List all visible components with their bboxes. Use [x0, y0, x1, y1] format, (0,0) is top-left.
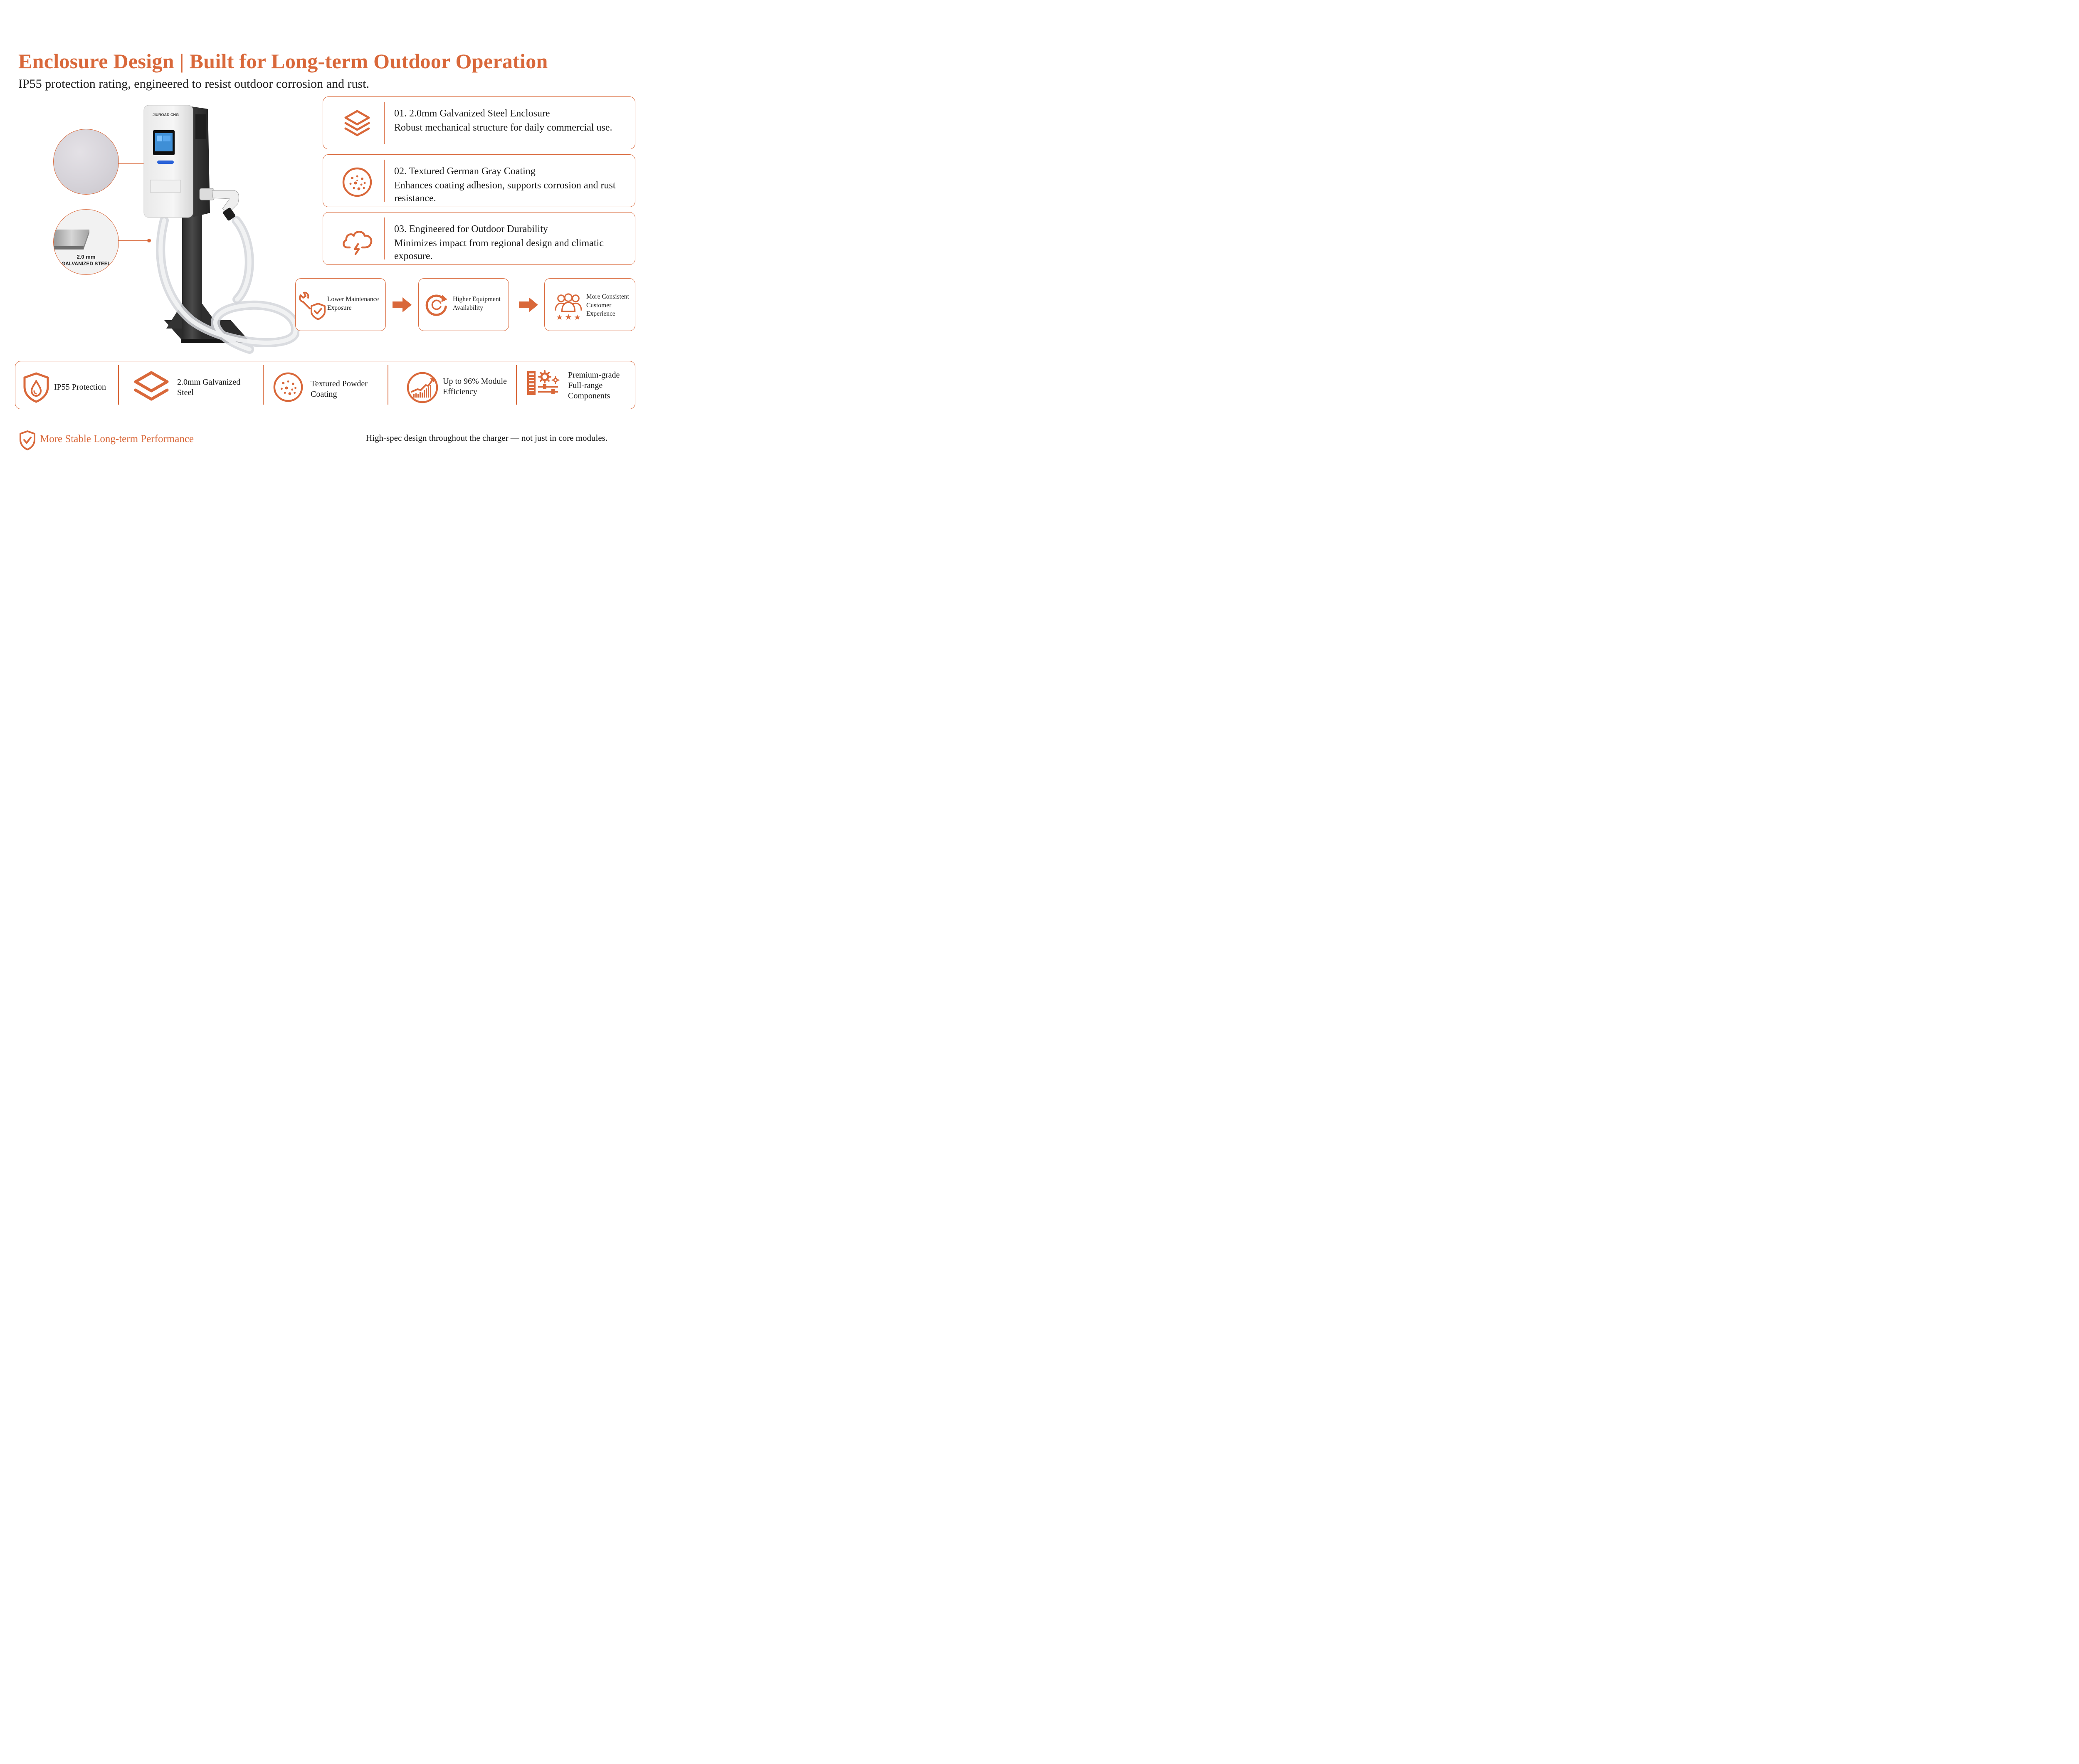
steel-label-thickness: 2.0 mm — [77, 254, 96, 260]
feature-card-outdoor-durability: 03. Engineered for Outdoor Durability Mi… — [323, 212, 635, 265]
flow-label: Lower Maintenance Exposure — [327, 296, 379, 311]
refresh-cycle-icon — [425, 294, 447, 316]
highlight-divider — [118, 365, 119, 405]
components-icon — [527, 370, 560, 395]
footer-note: High-spec design throughout the charger … — [366, 433, 608, 443]
water-shield-icon — [23, 372, 49, 403]
feature-divider — [384, 160, 385, 202]
feature-description: Minimizes impact from regional design an… — [394, 238, 604, 262]
wrench-shield-icon — [299, 292, 326, 320]
steel-connector-line — [118, 240, 147, 241]
footer-tagline: More Stable Long-term Performance — [40, 433, 194, 445]
coating-texture-zoom — [53, 129, 119, 195]
flow-card-availability: Higher Equipment Availability — [418, 278, 509, 331]
storm-cloud-icon — [343, 231, 373, 255]
steel-connector-dot — [147, 239, 151, 242]
feature-card-coating: 02. Textured German Gray Coating Enhance… — [323, 154, 635, 207]
coating-connector-line — [118, 163, 147, 164]
feature-description: Robust mechanical structure for daily co… — [394, 122, 612, 133]
highlight-divider — [516, 365, 517, 405]
texture-dots-icon — [273, 372, 303, 402]
feature-divider — [384, 102, 385, 144]
shield-check-icon — [20, 430, 35, 450]
highlight-label: Textured Powder Coating — [311, 379, 368, 399]
highlight-label: IP55 Protection — [54, 383, 106, 392]
arrow-right-icon — [519, 297, 538, 312]
flow-label: Higher Equipment Availability — [453, 296, 501, 311]
steel-label-material: GALVANIZED STEEL — [61, 261, 111, 267]
texture-dots-icon — [342, 167, 372, 197]
steel-sample-zoom: 2.0 mm GALVANIZED STEEL — [53, 209, 119, 275]
arrow-right-icon — [393, 297, 412, 312]
layers-icon — [134, 371, 169, 401]
charger-brand-label: JIUROAD CHG — [153, 113, 179, 117]
highlight-label: 2.0mm Galvanized Steel — [177, 378, 241, 397]
feature-title: 02. Textured German Gray Coating — [394, 166, 536, 177]
feature-description: Enhances coating adhesion, supports corr… — [394, 180, 616, 204]
growth-chart-icon — [407, 372, 438, 403]
steel-plate-image — [54, 230, 89, 250]
layers-icon — [344, 110, 370, 136]
ev-charger-image — [143, 105, 299, 354]
flow-card-maintenance: Lower Maintenance Exposure — [295, 278, 386, 331]
highlight-divider — [263, 365, 264, 405]
highlight-label: Premium-grade Full-range Components — [568, 371, 620, 400]
feature-divider — [384, 217, 385, 259]
feature-title: 03. Engineered for Outdoor Durability — [394, 224, 548, 235]
feature-card-galvanized-steel: 01. 2.0mm Galvanized Steel Enclosure Rob… — [323, 96, 635, 149]
highlight-label: Up to 96% Module Efficiency — [443, 377, 507, 396]
page-title: Enclosure Design | Built for Long-term O… — [18, 49, 548, 73]
page-subtitle: IP55 protection rating, engineered to re… — [18, 77, 369, 91]
flow-card-customer: More Consistent Customer Experience — [544, 278, 635, 331]
customers-stars-icon — [555, 293, 582, 320]
flow-label: More Consistent Customer Experience — [586, 293, 629, 317]
highlights-bar — [15, 361, 635, 409]
feature-title: 01. 2.0mm Galvanized Steel Enclosure — [394, 108, 550, 119]
